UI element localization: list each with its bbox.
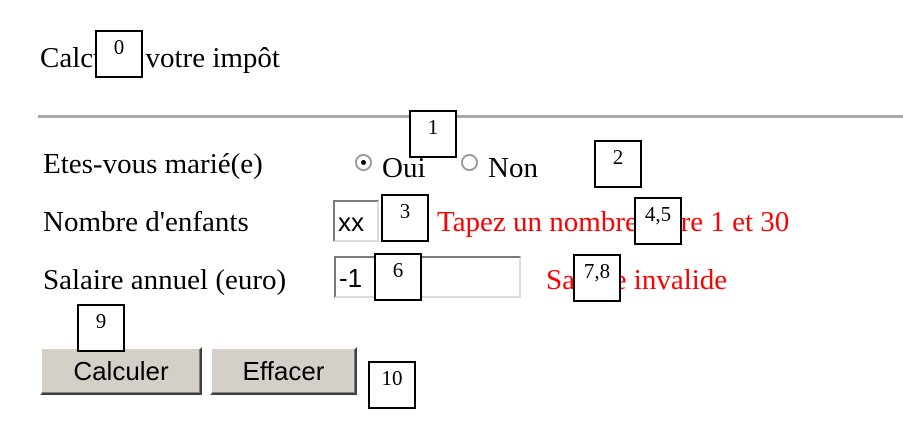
page-title: Calculer votre impôt <box>40 42 280 74</box>
annotation-box-3: 3 <box>381 194 429 242</box>
annotation-box-4-5: 4,5 <box>634 197 682 245</box>
married-yes-radio[interactable] <box>355 154 372 171</box>
annotation-box-10: 10 <box>368 361 416 409</box>
calculate-button[interactable]: Calculer <box>40 347 202 395</box>
annotation-box-6: 6 <box>374 253 422 301</box>
children-error-message: Tapez un nombre entre 1 et 30 <box>437 206 790 238</box>
married-no-label: Non <box>488 152 538 184</box>
salary-input[interactable]: -1 <box>334 256 521 298</box>
salary-label: Salaire annuel (euro) <box>43 264 287 296</box>
horizontal-rule <box>38 115 903 118</box>
married-no-radio[interactable] <box>461 154 478 171</box>
married-label: Etes-vous marié(e) <box>43 148 263 180</box>
clear-button[interactable]: Effacer <box>210 347 357 395</box>
children-input[interactable]: xx <box>333 200 379 242</box>
children-label: Nombre d'enfants <box>43 206 249 238</box>
annotation-box-7-8: 7,8 <box>573 254 621 302</box>
annotation-box-1: 1 <box>409 110 457 158</box>
annotation-box-9: 9 <box>77 304 125 352</box>
annotation-box-0: 0 <box>95 30 143 78</box>
annotation-box-2: 2 <box>594 140 642 188</box>
